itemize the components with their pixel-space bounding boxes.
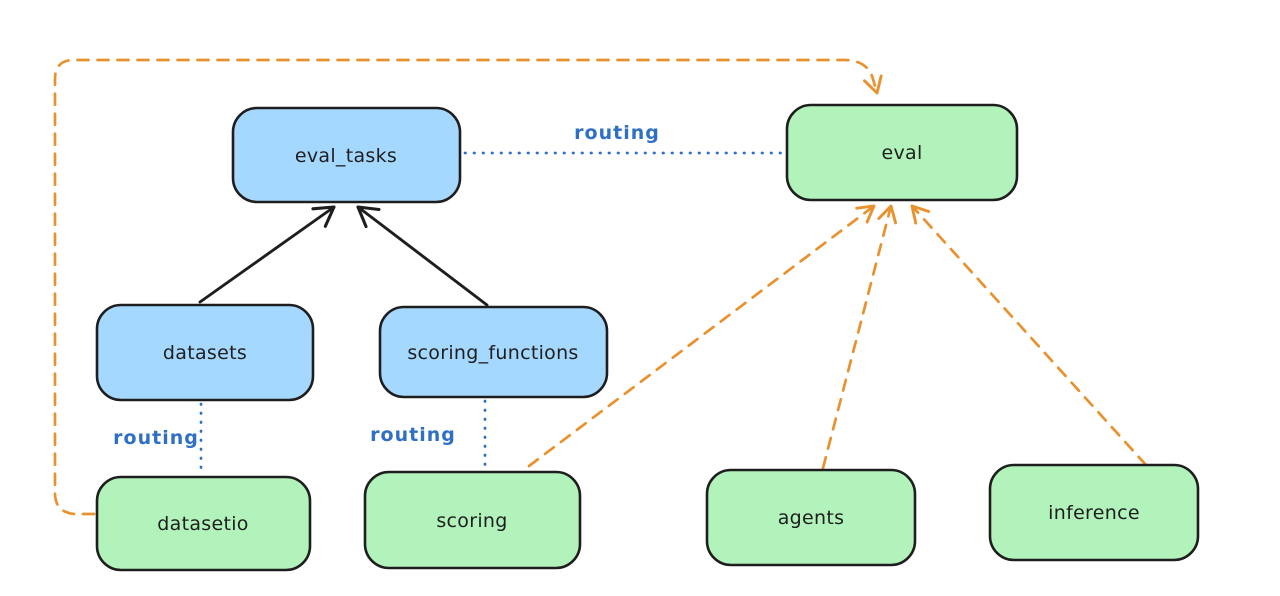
node-inference-label: inference	[1048, 502, 1140, 524]
edge-scoring-functions-eval-tasks	[356, 205, 489, 307]
node-inference: inference	[988, 463, 1200, 562]
node-datasets: datasets	[95, 303, 315, 402]
node-eval-tasks: eval_tasks	[231, 106, 462, 204]
edge-scoring-eval	[527, 204, 876, 468]
routing-label-datasetio: routing	[113, 427, 199, 449]
routing-label-scoring: routing	[370, 424, 456, 446]
node-datasetio: datasetio	[95, 475, 312, 572]
edge-datasetio-eval	[53, 58, 883, 516]
node-eval-tasks-label: eval_tasks	[295, 145, 397, 167]
node-eval-label: eval	[881, 142, 922, 164]
node-scoring-functions: scoring_functions	[378, 305, 609, 399]
node-agents-label: agents	[778, 507, 845, 529]
edge-inference-eval	[910, 204, 1148, 467]
node-datasetio-label: datasetio	[157, 513, 248, 535]
node-eval: eval	[785, 103, 1019, 202]
node-scoring: scoring	[363, 470, 582, 570]
edge-datasets-eval-tasks	[198, 205, 336, 304]
node-scoring-label: scoring	[436, 510, 507, 532]
node-agents: agents	[705, 468, 917, 567]
routing-label-top: routing	[574, 122, 660, 144]
edge-agents-eval	[821, 204, 898, 470]
node-scoring-functions-label: scoring_functions	[407, 342, 578, 364]
node-datasets-label: datasets	[163, 342, 247, 364]
